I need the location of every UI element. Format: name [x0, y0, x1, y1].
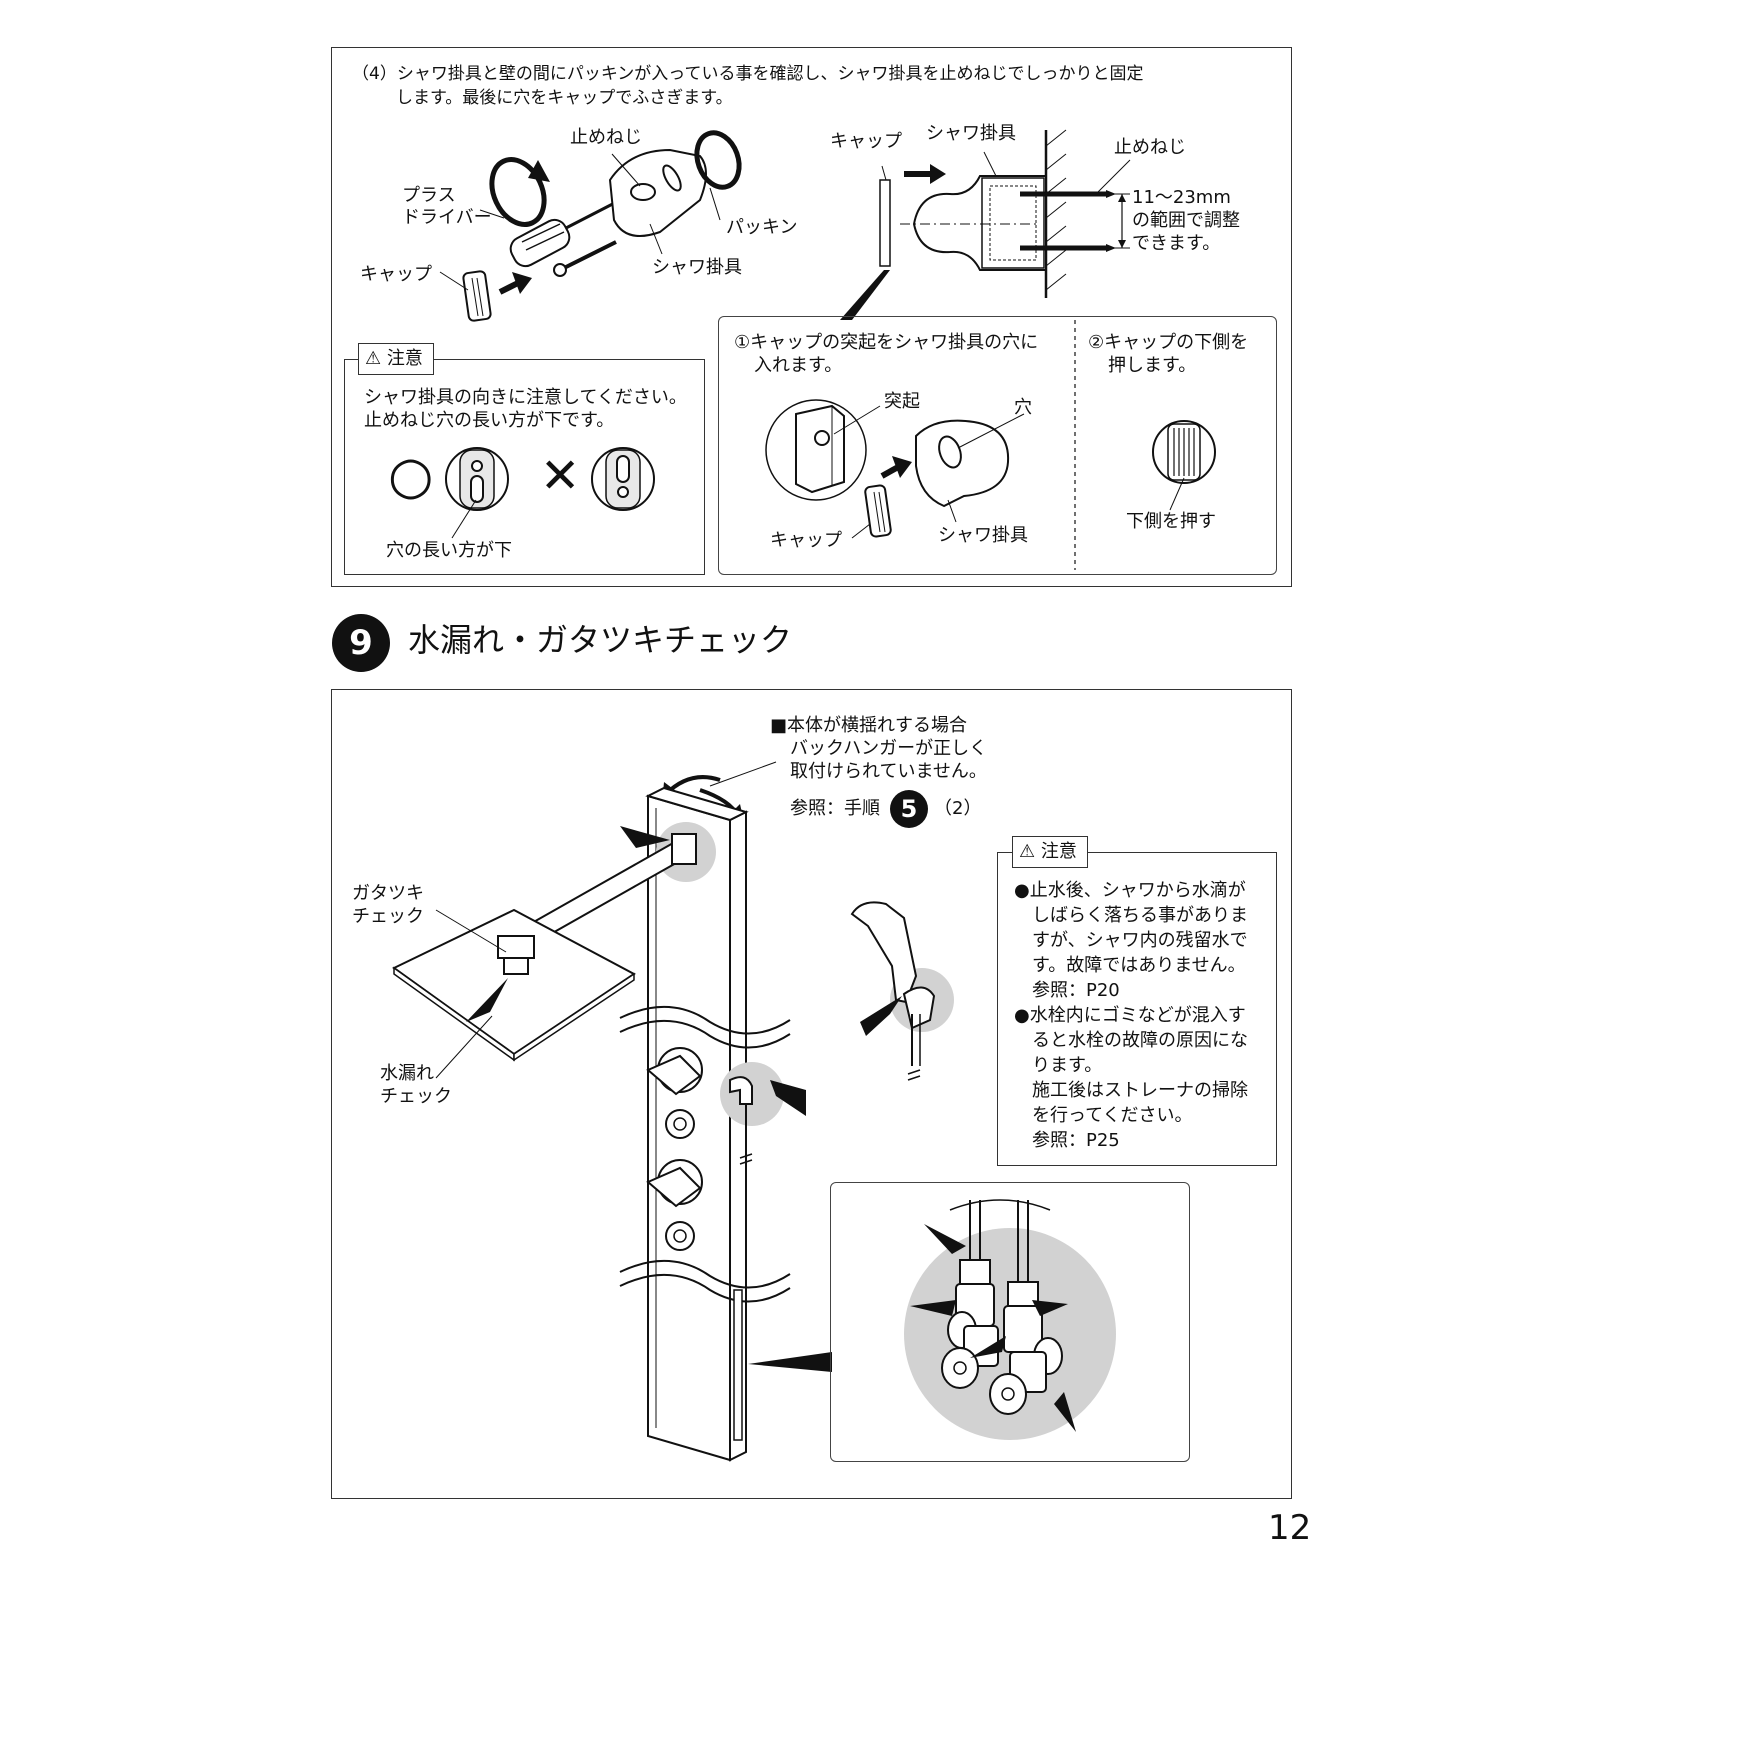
range-line1: 11〜23mm	[1132, 187, 1231, 208]
holder-install-illustration	[439, 130, 742, 322]
caution-tag-section9: ⚠ 注意	[1012, 836, 1088, 868]
page-number: 12	[1268, 1508, 1312, 1548]
sway-ref-suffix: （2）	[934, 798, 982, 819]
caution-label: 注意	[1040, 841, 1077, 862]
sway-note-line1: ■本体が横揺れする場合	[770, 715, 968, 736]
sway-ref-prefix: 参照：手順	[790, 798, 880, 819]
warning-triangle-icon: ⚠	[1019, 841, 1036, 862]
caution-text-line1: シャワ掛具の向きに注意してください。	[364, 387, 687, 408]
label-holder-right: シャワ掛具	[926, 123, 1016, 144]
caution-line: を行ってください。	[1014, 1105, 1193, 1126]
caution-line: すが、シャワ内の残留水で	[1014, 930, 1248, 951]
manual-page: （4）シャワ掛具と壁の間にパッキンが入っている事を確認し、シャワ掛具を止めねじで…	[331, 47, 1312, 1548]
wrong-mark: ✕	[540, 448, 581, 504]
caution-label: 注意	[386, 348, 423, 369]
correct-orientation-icon	[445, 447, 509, 511]
caution-line: ります。	[1014, 1055, 1103, 1076]
caution-line: 参照：P25	[1014, 1130, 1120, 1151]
valve-detail-box	[830, 1182, 1190, 1462]
leak-check-line2: チェック	[380, 1086, 452, 1107]
caution-caption: 穴の長い方が下	[386, 540, 512, 561]
cap-step1-line2: 入れます。	[754, 355, 843, 376]
caution-line: 参照：P20	[1014, 980, 1120, 1001]
cap-steps-divider	[1074, 320, 1076, 570]
cap-step2-line1: ②キャップの下側を	[1088, 332, 1249, 353]
caution-line: ると水栓の故障の原因にな	[1014, 1030, 1248, 1051]
label-cap-step: キャップ	[770, 530, 842, 551]
range-line3: できます。	[1132, 233, 1221, 254]
rattle-check-line2: チェック	[352, 906, 424, 927]
correct-mark: ○	[388, 446, 434, 506]
label-shower-holder: シャワ掛具	[652, 257, 742, 278]
range-line2: の範囲で調整	[1132, 210, 1240, 231]
warning-triangle-icon: ⚠	[365, 348, 382, 369]
label-screw-right: 止めねじ	[1114, 137, 1186, 158]
sway-note-line2: バックハンガーが正しく	[790, 738, 988, 759]
label-cap-right: キャップ	[830, 131, 902, 152]
caution-tag-step4: ⚠ 注意	[358, 343, 434, 375]
caution-text-line2: 止めねじ穴の長い方が下です。	[364, 410, 615, 431]
step4-frame	[331, 47, 1292, 587]
label-driver-line1: プラス	[402, 185, 456, 206]
holder-cross-section	[840, 129, 1131, 320]
label-set-screw: 止めねじ	[570, 127, 642, 148]
shower-column-illustration	[392, 761, 832, 1462]
cap-steps-box	[718, 316, 1277, 575]
caution-line: す。故障ではありません。	[1014, 955, 1246, 976]
rattle-check-line1: ガタツキ	[352, 883, 424, 904]
caution-line: しばらく落ちる事がありま	[1014, 905, 1248, 926]
cap-insert-illustration	[765, 399, 1025, 539]
section-title: 水漏れ・ガタツキチェック	[408, 621, 793, 659]
orientation-caution-box	[344, 359, 705, 575]
caution-line: ●水栓内にゴミなどが混入す	[1014, 1005, 1246, 1026]
label-holder-step: シャワ掛具	[938, 525, 1028, 546]
cap-push-illustration	[1152, 420, 1216, 511]
label-driver-line2: ドライバー	[402, 207, 492, 228]
valve-detail-illustration	[904, 1199, 1116, 1440]
caution-line: ●止水後、シャワから水滴が	[1014, 880, 1246, 901]
ref-step-badge: 5	[890, 790, 928, 828]
label-cap: キャップ	[360, 264, 432, 285]
section-number-badge: 9	[332, 614, 390, 672]
step4-instruction-line1: （4）シャワ掛具と壁の間にパッキンが入っている事を確認し、シャワ掛具を止めねじで…	[352, 64, 1144, 84]
label-protrusion: 突起	[884, 391, 920, 412]
leak-caution-list: ●止水後、シャワから水滴が しばらく落ちる事がありま すが、シャワ内の残留水で …	[1014, 878, 1270, 1153]
caption-leader-line	[451, 499, 477, 539]
leak-check-line1: 水漏れ	[380, 1063, 434, 1084]
leak-caution-box	[997, 852, 1277, 1166]
leak-check-frame	[331, 689, 1292, 1499]
cap-step2-line2: 押します。	[1108, 355, 1197, 376]
label-packing: パッキン	[726, 217, 798, 238]
sway-note-line3: 取付けられていません。	[790, 761, 987, 782]
label-hole: 穴	[1014, 397, 1032, 418]
caution-line: 施工後はストレーナの掃除	[1014, 1080, 1248, 1101]
hand-shower-illustration	[850, 901, 954, 1081]
step4-instruction-line2: します。最後に穴をキャップでふさぎます。	[396, 88, 733, 108]
cap-step1-line1: ①キャップの突起をシャワ掛具の穴に	[734, 332, 1039, 353]
wrong-orientation-icon	[591, 447, 655, 511]
label-push-bottom: 下側を押す	[1126, 511, 1216, 532]
